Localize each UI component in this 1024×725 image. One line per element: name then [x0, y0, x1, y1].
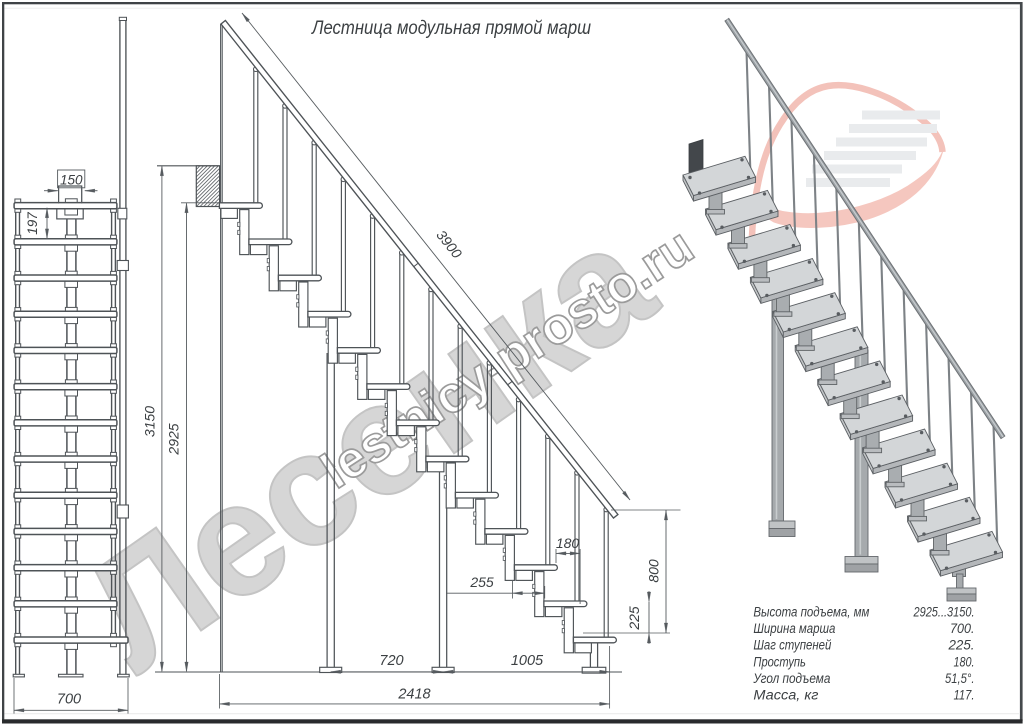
- svg-text:700: 700: [57, 692, 81, 708]
- svg-text:Масса, кг: Масса, кг: [753, 688, 818, 704]
- svg-text:Угол подъема: Угол подъема: [753, 671, 831, 687]
- svg-text:255: 255: [469, 574, 494, 590]
- svg-text:225: 225: [626, 606, 642, 631]
- svg-text:Ширина марша: Ширина марша: [753, 621, 835, 637]
- svg-text:720: 720: [379, 653, 403, 669]
- svg-text:180.: 180.: [954, 654, 975, 670]
- svg-text:180: 180: [556, 535, 580, 551]
- svg-text:Лестница модульная прямой марш: Лестница модульная прямой марш: [310, 17, 591, 39]
- svg-text:225.: 225.: [948, 638, 975, 654]
- svg-text:2925: 2925: [165, 423, 181, 455]
- svg-text:Проступь: Проступь: [753, 654, 806, 670]
- svg-text:Высота подъема, мм: Высота подъема, мм: [753, 605, 869, 621]
- svg-text:197: 197: [25, 212, 40, 235]
- svg-text:Шаг ступеней: Шаг ступеней: [753, 638, 831, 654]
- svg-text:150: 150: [60, 173, 83, 188]
- svg-text:117.: 117.: [954, 688, 975, 704]
- svg-text:3150: 3150: [142, 406, 158, 437]
- svg-text:2418: 2418: [397, 687, 430, 703]
- svg-text:2925...3150.: 2925...3150.: [913, 605, 975, 621]
- svg-text:51,5°.: 51,5°.: [945, 671, 975, 687]
- svg-text:800: 800: [646, 559, 662, 583]
- svg-text:1005: 1005: [511, 653, 544, 669]
- svg-text:700.: 700.: [950, 621, 975, 637]
